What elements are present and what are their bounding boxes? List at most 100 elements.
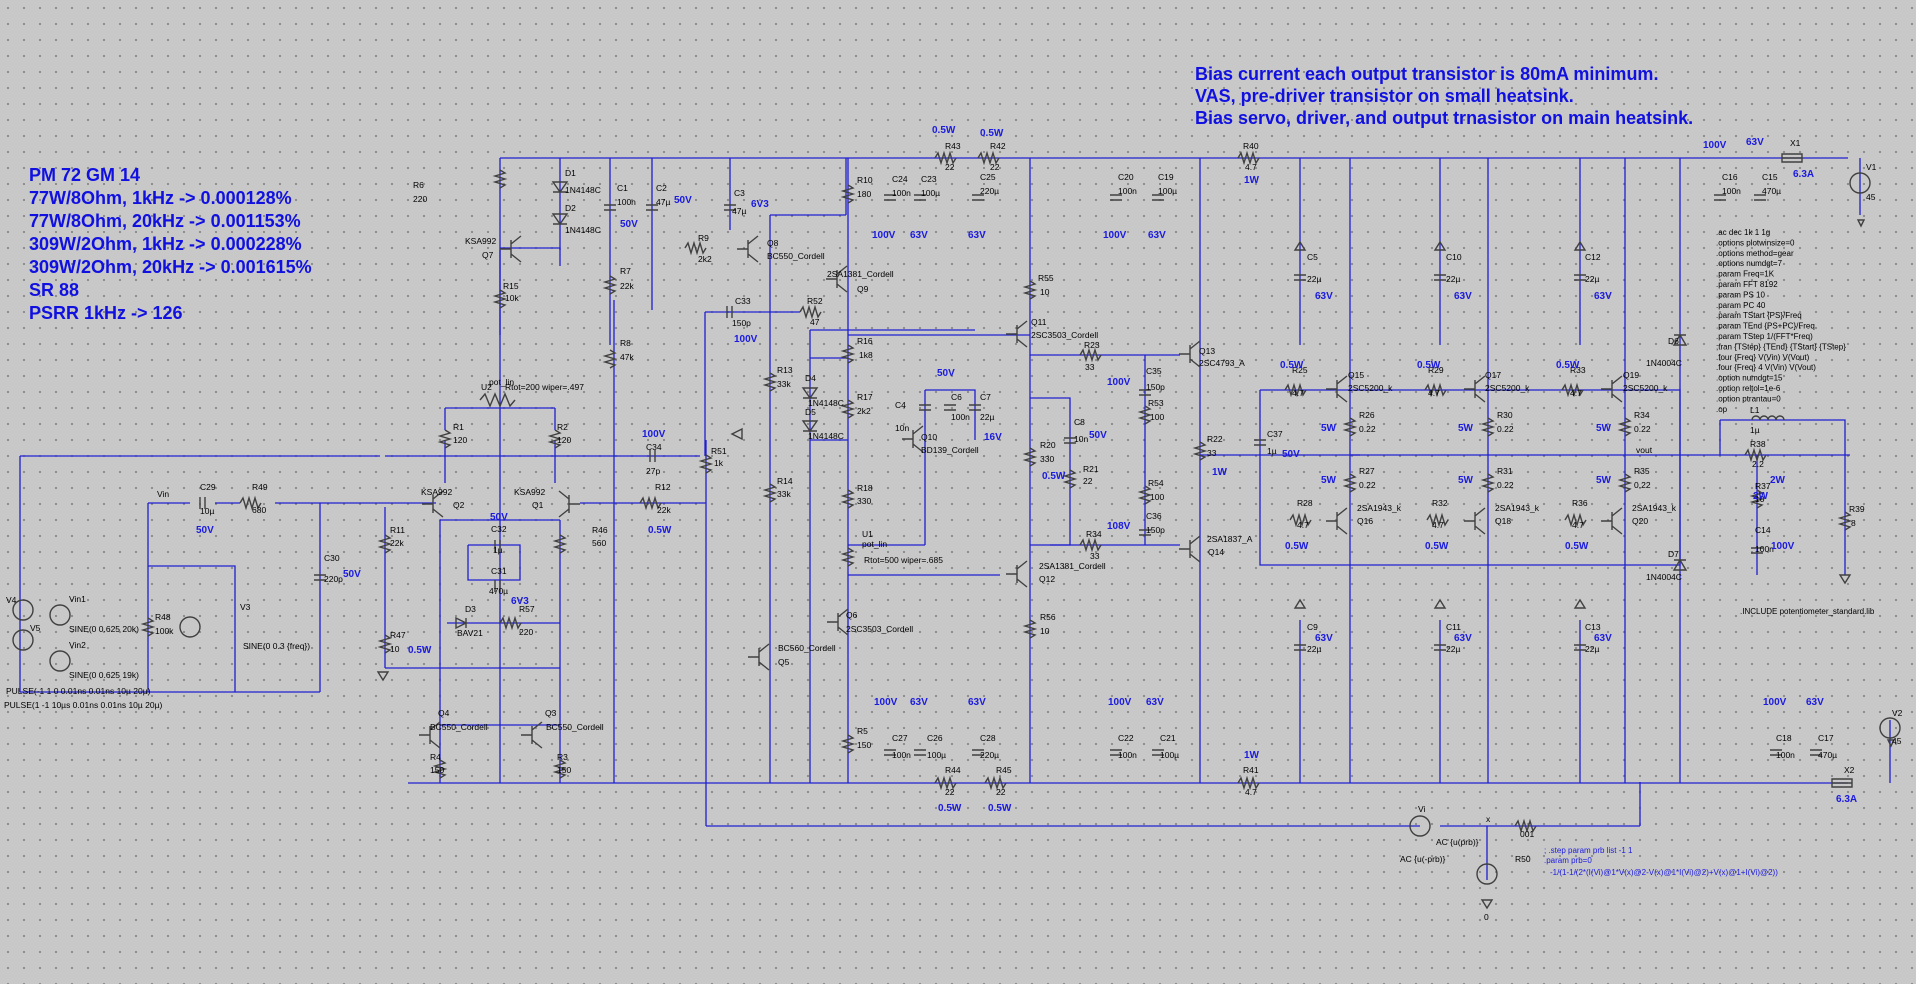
component-label: 120 [557, 435, 571, 445]
component-label: 33 [1085, 362, 1095, 372]
component-label: Q19 [1623, 370, 1639, 380]
component-label: V4 [6, 595, 17, 605]
component-label: 1k8 [859, 350, 873, 360]
component-label: R2 [557, 422, 568, 432]
component-label: 4.7 [1245, 162, 1257, 172]
component-label: SINE(0 0.3 {freq}) [243, 641, 310, 651]
component-label: Rtot=200 wiper=.497 [505, 382, 584, 392]
step-line: ; .step param prb list -1 1 [1544, 846, 1633, 855]
component-label: 100µ [1160, 750, 1179, 760]
component-label: V1 [1866, 162, 1877, 172]
component-label: 100n [1755, 544, 1774, 554]
component-label: C12 [1585, 252, 1601, 262]
component-label: pot_lin [862, 539, 887, 549]
directive-line: .param TStep 1/(FFT*Freq) [1716, 332, 1813, 341]
component-label: PULSE(-1 1 0 0.01ns 0.01ns 10µ 20µ) [6, 686, 151, 696]
component-label: 4.7 [1428, 388, 1440, 398]
component-label: 150p [1146, 382, 1165, 392]
component-labels: R6220D11N4148CD21N4148CC1100nC247µC347µR… [4, 138, 1903, 922]
rating-label: 1W [1244, 750, 1260, 761]
directive-line: .ac dec 1k 1 1g [1716, 228, 1770, 237]
component-label: 22µ [1446, 644, 1460, 654]
component-label: R1 [453, 422, 464, 432]
component-label: 150 [857, 740, 871, 750]
component-label: 2SA1381_Cordell [827, 269, 894, 279]
component-label: R43 [945, 141, 961, 151]
component-label: 4.7 [1297, 520, 1309, 530]
component-label: 45 [1892, 736, 1902, 746]
component-label: D4 [805, 373, 816, 383]
component-label: 22 [996, 787, 1006, 797]
rating-label: 63V [1454, 633, 1472, 644]
rating-label: 63V [1148, 230, 1166, 241]
component-label: Vin1 [69, 594, 86, 604]
step-directives: ; .step param prb list -1 1.param prb=0 [1544, 846, 1633, 865]
spice-directives: .ac dec 1k 1 1g.options plotwinsize=0.op… [1716, 228, 1846, 414]
component-label: 10 [1040, 287, 1050, 297]
component-label: vout [1636, 445, 1653, 455]
rating-label: 100V [734, 334, 758, 345]
rating-label: 63V [1454, 291, 1472, 302]
component-label: 150p [1146, 525, 1165, 535]
component-label: 2SA1943_k [1632, 503, 1677, 513]
component-label: R9 [698, 233, 709, 243]
spec-line: 77W/8Ohm, 20kHz -> 0.001153% [29, 211, 301, 231]
rating-label: 63V [1594, 291, 1612, 302]
rating-label: 0.5W [648, 525, 672, 536]
component-label: R45 [996, 765, 1012, 775]
component-label: Q15 [1348, 370, 1364, 380]
component-label: 10k [505, 293, 519, 303]
component-label: R42 [990, 141, 1006, 151]
component-label: KSA992 [465, 236, 496, 246]
component-label: R47 [390, 630, 406, 640]
component-label: C30 [324, 553, 340, 563]
component-label: R49 [252, 482, 268, 492]
component-label: KSA992 [514, 487, 545, 497]
rating-label: 100V [1771, 541, 1795, 552]
components [12, 150, 1901, 910]
component-label: C36 [1146, 511, 1162, 521]
component-label: R44 [945, 765, 961, 775]
rating-label: 1W [1244, 175, 1260, 186]
component-label: 0.22 [1497, 424, 1514, 434]
component-label: C25 [980, 172, 996, 182]
component-label: R30 [1497, 410, 1513, 420]
component-label: 150p [732, 318, 751, 328]
component-label: R8 [620, 338, 631, 348]
component-label: C6 [951, 392, 962, 402]
component-label: 100 [1150, 412, 1164, 422]
rating-label: 63V [1746, 137, 1764, 148]
component-label: Q4 [438, 708, 450, 718]
component-label: C1 [617, 183, 628, 193]
directive-line: .param TStart {PS}/Freq [1716, 311, 1802, 320]
component-label: R53 [1148, 398, 1164, 408]
component-label: D2 [565, 203, 576, 213]
loopgain-expression: -1/(1-1/(2*(I(Vi)@1*V(x)@2-V(x)@1*I(Vi)@… [1550, 868, 1778, 877]
component-label: R10 [857, 175, 873, 185]
directive-line: .options method=gear [1716, 249, 1794, 258]
component-label: C34 [646, 442, 662, 452]
rating-label: 100V [1108, 697, 1132, 708]
component-label: 2SC3503_Cordell [846, 624, 913, 634]
component-label: Q14 [1208, 547, 1224, 557]
component-label: Q8 [767, 238, 779, 248]
component-label: 0 [1484, 912, 1489, 922]
directive-line: .param TEnd {PS+PC}/Freq [1716, 322, 1815, 331]
component-label: D6 [1668, 336, 1679, 346]
directive-line: .four {Freq} 4 V(Vin) V(Vout) [1716, 363, 1816, 372]
component-label: C27 [892, 733, 908, 743]
component-label: R40 [1243, 141, 1259, 151]
component-label: Vin [157, 489, 169, 499]
component-label: Q20 [1632, 516, 1648, 526]
rating-label: 5W [1596, 475, 1612, 486]
component-label: Vin2 [69, 640, 86, 650]
component-label: V2 [1892, 708, 1903, 718]
component-label: BC550_Cordell [767, 251, 825, 261]
wires [19, 157, 1891, 880]
spec-line: PM 72 GM 14 [29, 165, 140, 185]
component-label: SINE(0 0.625 20k) [69, 624, 139, 634]
component-label: Q10 [921, 432, 937, 442]
component-label: 4.7 [1292, 388, 1304, 398]
component-label: Q5 [778, 657, 790, 667]
